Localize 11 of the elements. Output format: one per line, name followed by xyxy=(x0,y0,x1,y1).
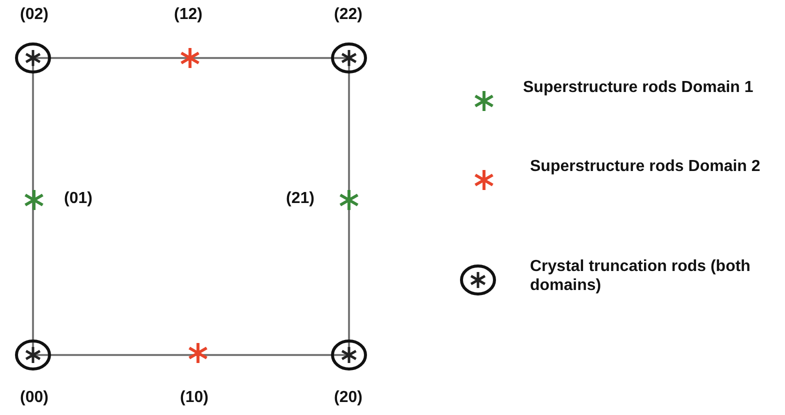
miller-index-label: (12) xyxy=(174,6,202,24)
legend-text: Crystal truncation rods (both domains) xyxy=(530,257,752,295)
miller-index-label: (22) xyxy=(334,6,362,24)
miller-index-label: (02) xyxy=(20,6,48,24)
miller-index-label: (21) xyxy=(286,190,314,208)
miller-index-label: (00) xyxy=(20,389,48,407)
legend-text: Superstructure rods Domain 2 xyxy=(530,157,762,176)
legend-text: Superstructure rods Domain 1 xyxy=(523,78,754,97)
miller-index-label: (01) xyxy=(64,190,92,208)
miller-index-label: (20) xyxy=(334,389,362,407)
miller-index-label: (10) xyxy=(180,389,208,407)
